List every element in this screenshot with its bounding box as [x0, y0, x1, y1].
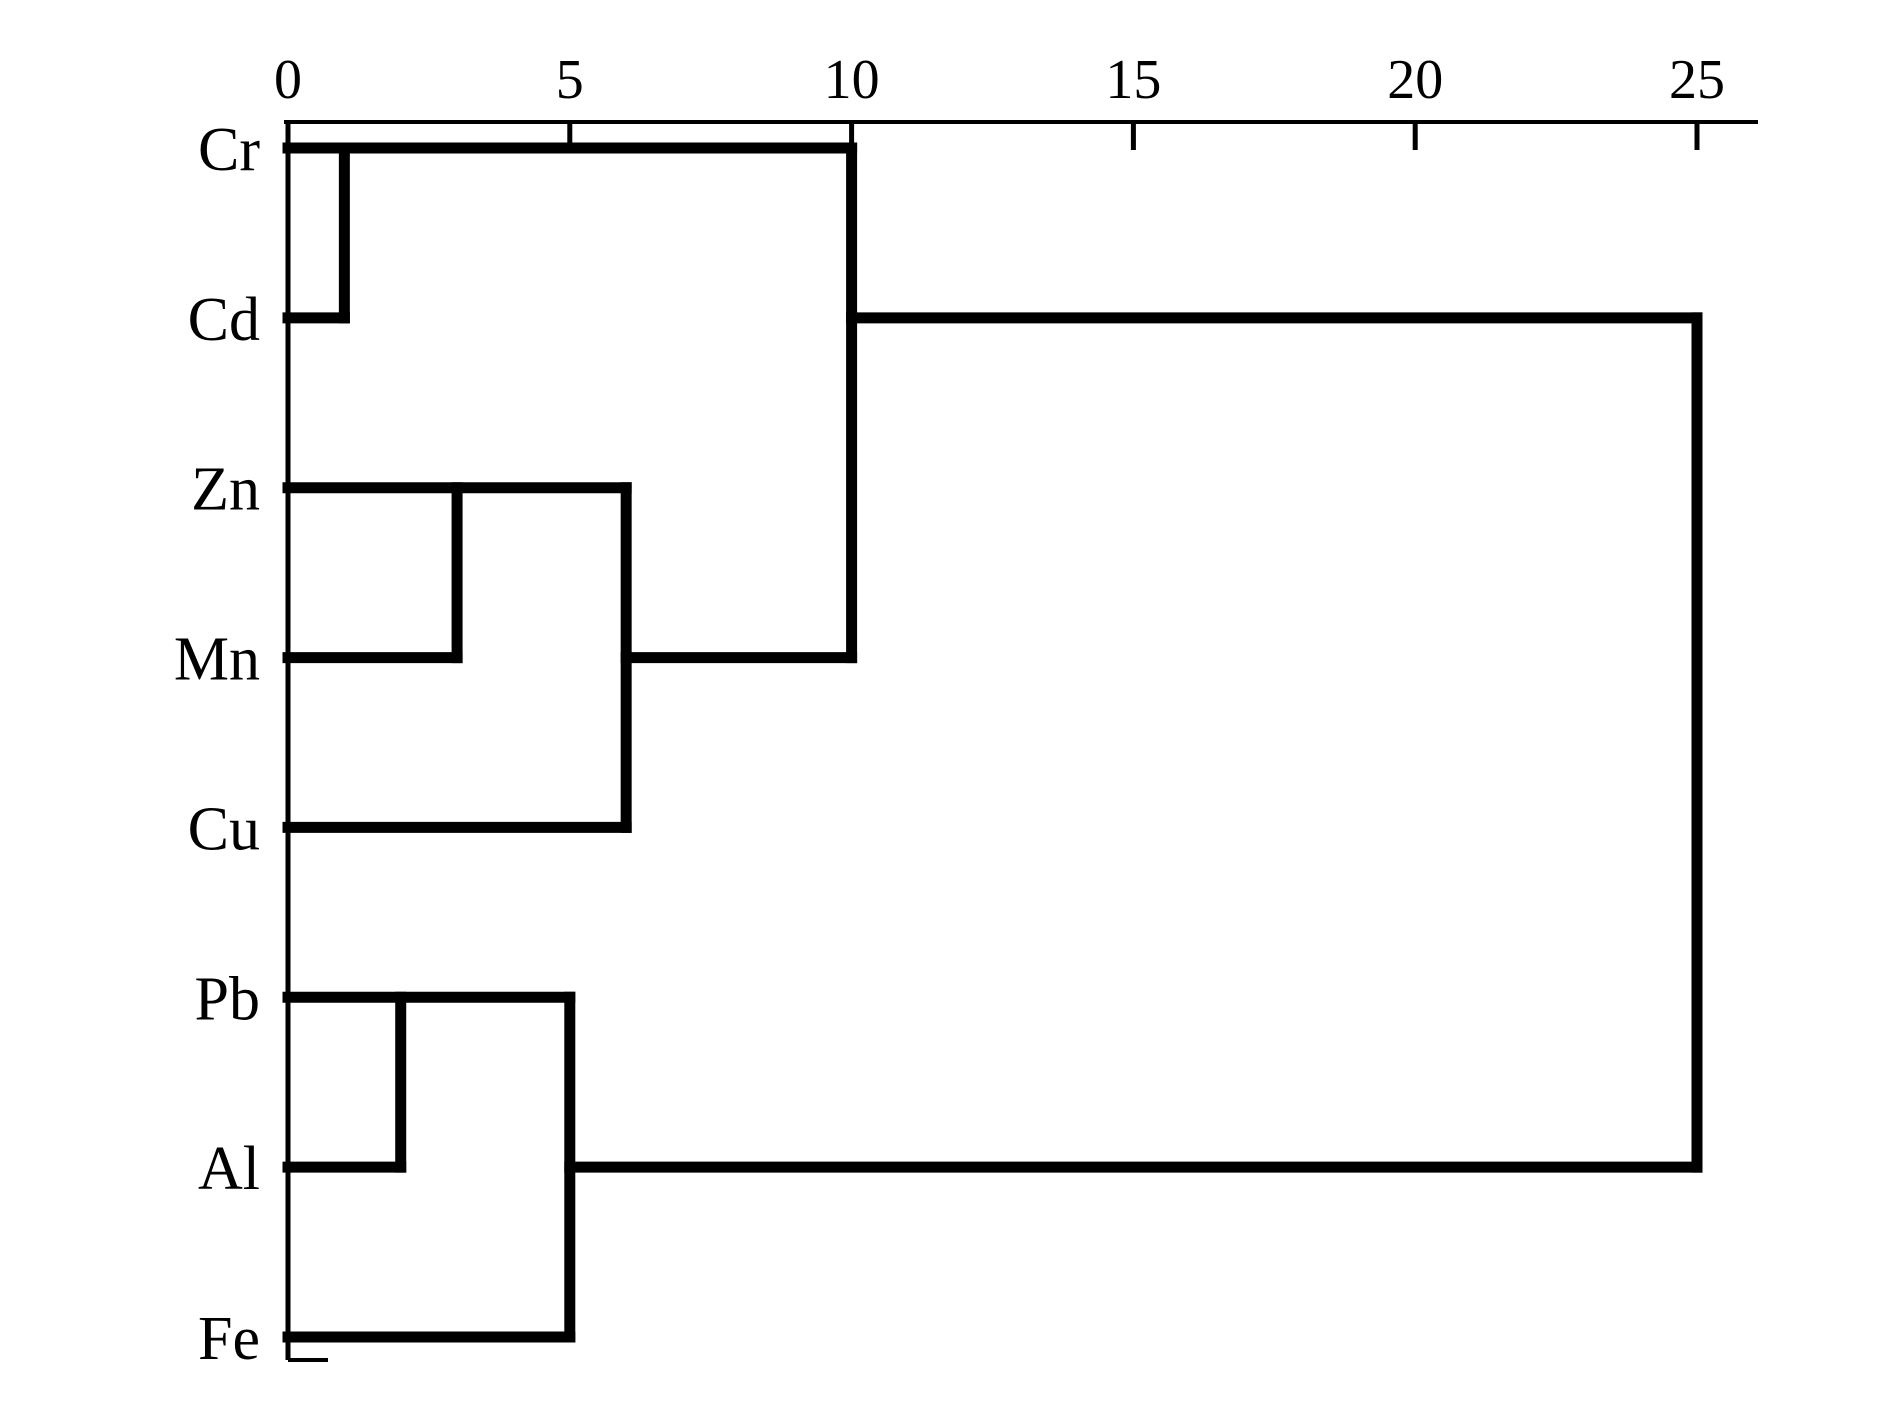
leaf-label-Fe: Fe — [198, 1305, 260, 1373]
axis-tick-label-15: 15 — [1105, 49, 1161, 111]
leaf-label-Mn: Mn — [174, 626, 260, 694]
axis-tick-label-20: 20 — [1387, 49, 1443, 111]
distance-axis — [284, 120, 1758, 1362]
axis-tick-label-10: 10 — [824, 49, 880, 111]
leaf-label-Cd: Cd — [188, 286, 260, 354]
axis-tick-labels: 0 5 10 15 20 25 — [274, 49, 1725, 111]
axis-tick-label-5: 5 — [556, 49, 584, 111]
leaf-label-Zn: Zn — [191, 456, 260, 524]
dendrogram-branches — [282, 142, 1703, 1343]
leaf-label-Al: Al — [198, 1135, 260, 1203]
leaf-label-Cu: Cu — [188, 795, 260, 863]
leaf-label-Cr: Cr — [198, 116, 260, 184]
leaf-label-Pb: Pb — [195, 965, 260, 1033]
axis-tick-label-25: 25 — [1669, 49, 1725, 111]
axis-tick-label-0: 0 — [274, 49, 302, 111]
